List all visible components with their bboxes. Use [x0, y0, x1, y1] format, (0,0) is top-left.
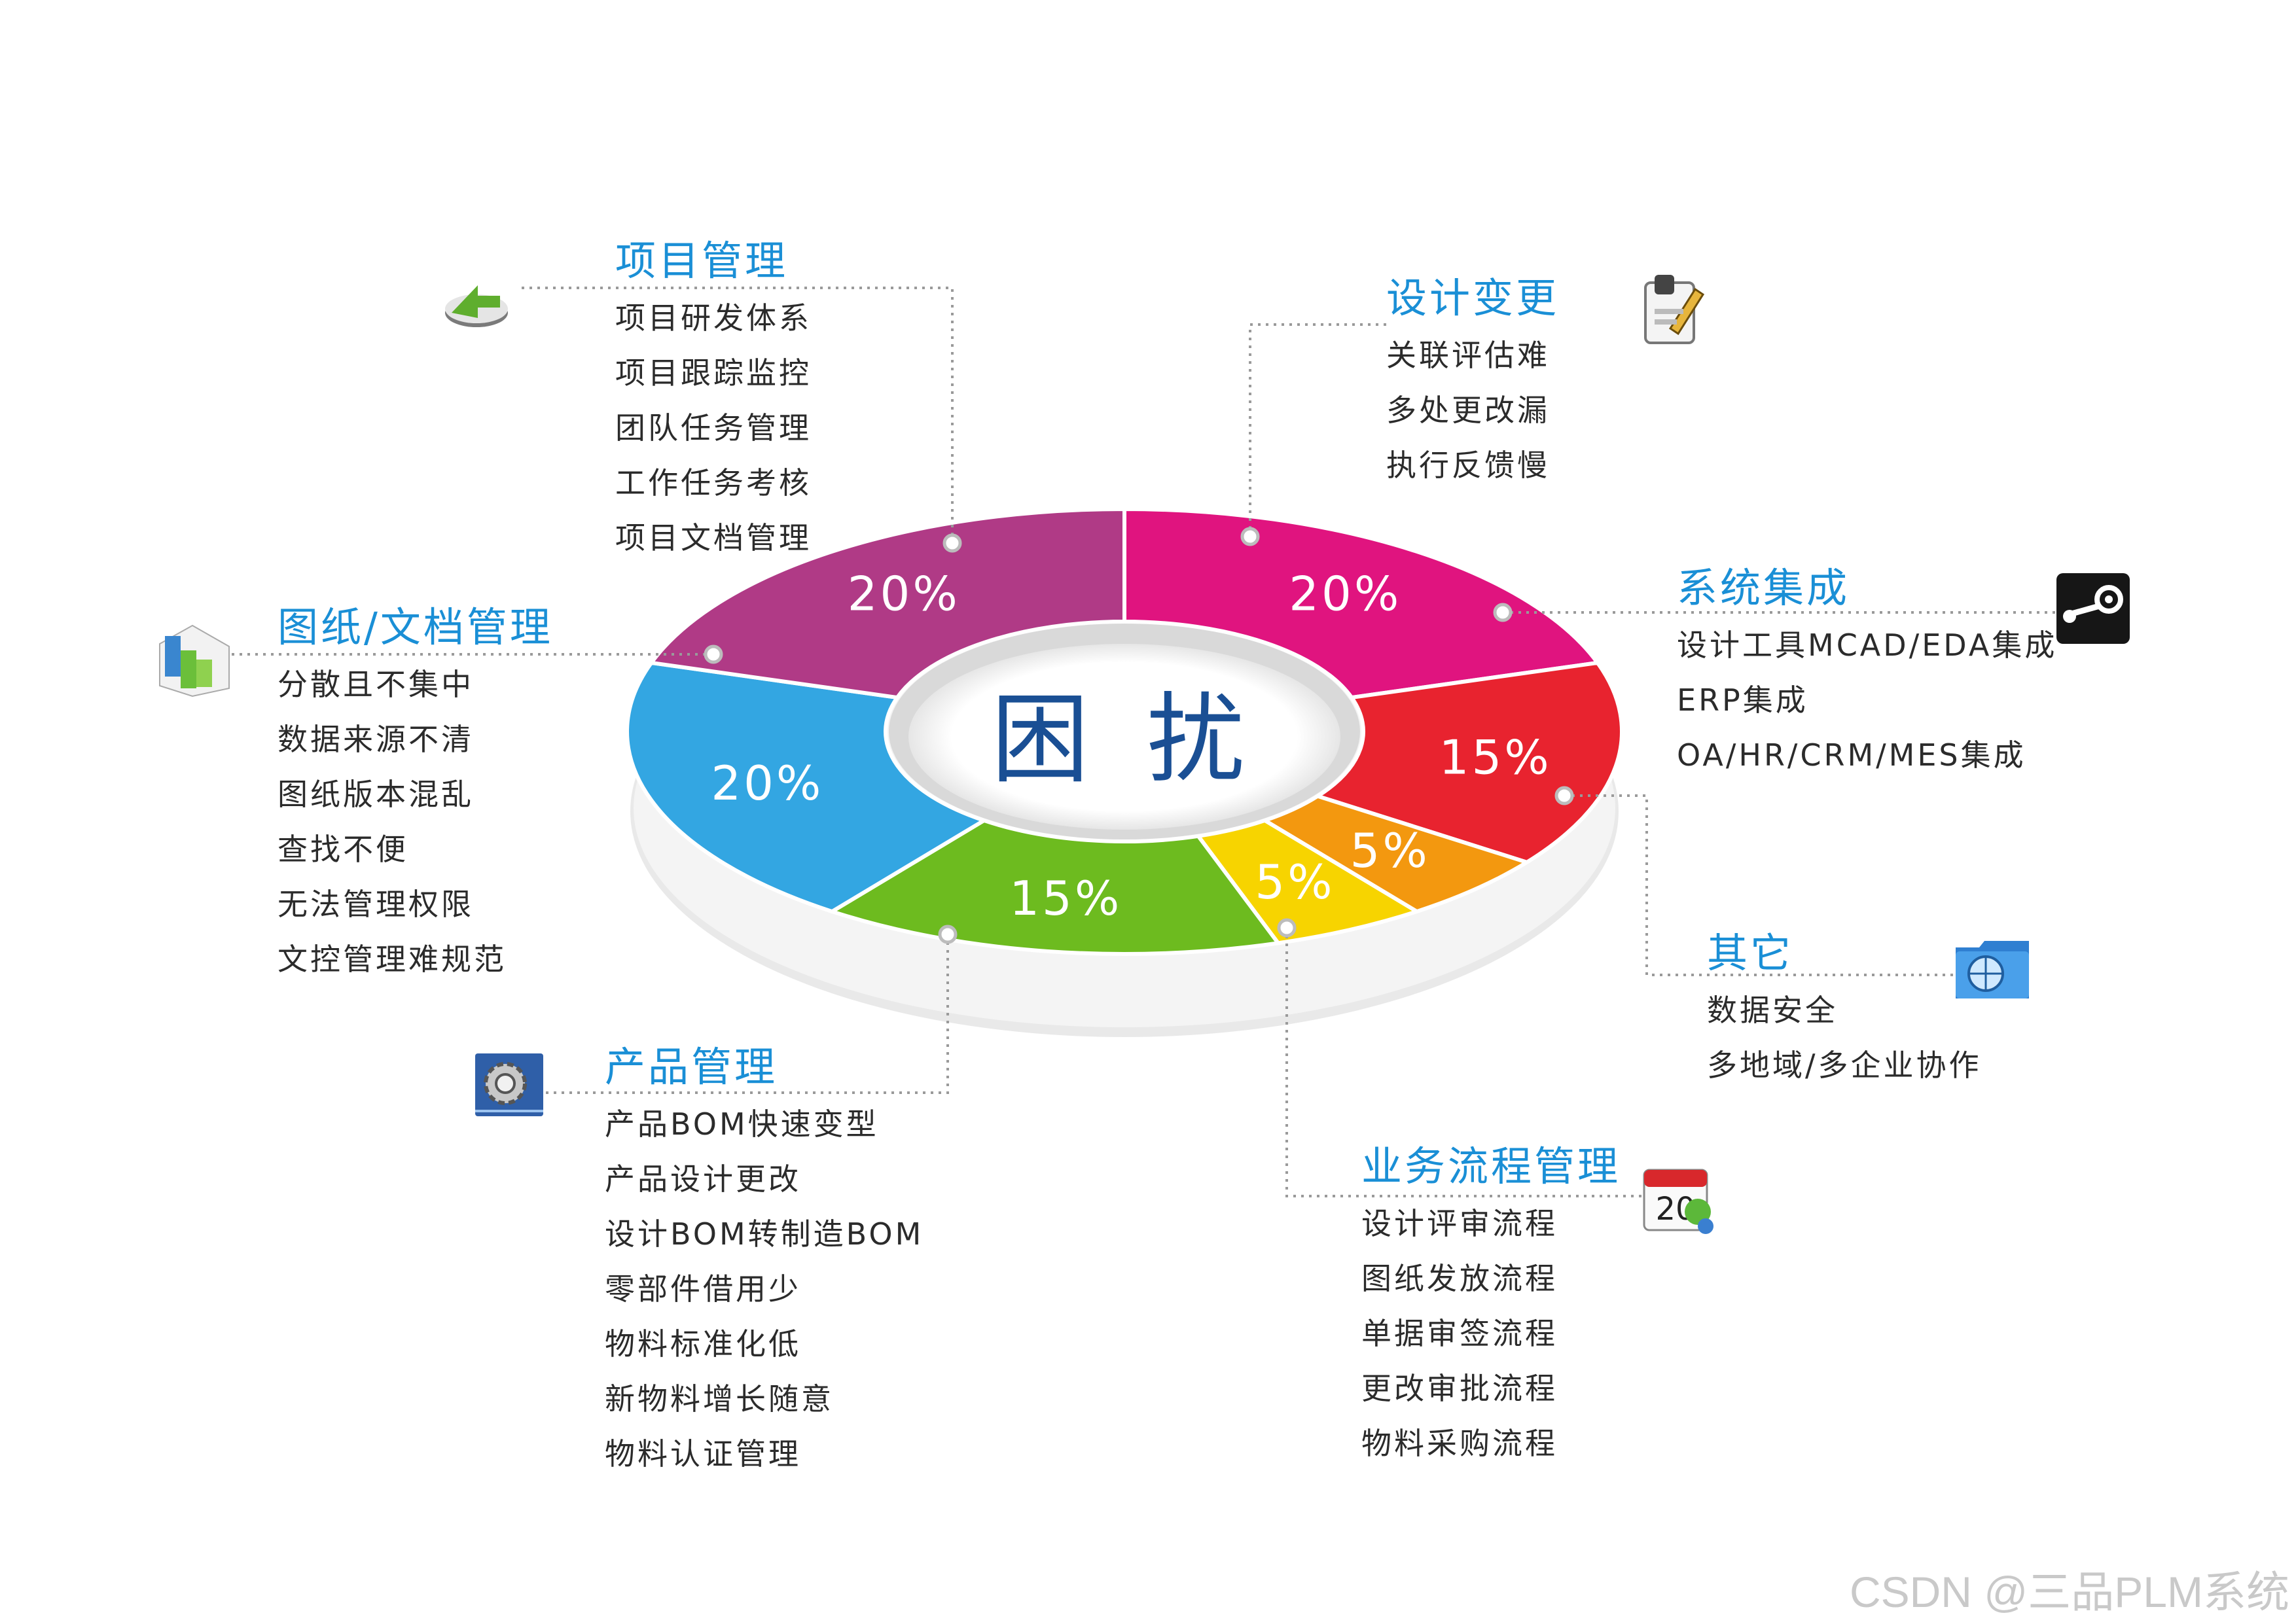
- center-label: 困 扰: [991, 683, 1258, 797]
- other-group: 其它 数据安全 多地域/多企业协作: [1707, 933, 1982, 1093]
- leader-dot-3: [1554, 786, 1574, 805]
- integration-item: 设计工具MCAD/EDA集成: [1677, 627, 2058, 663]
- drawing-item: 分散且不集中: [278, 667, 474, 702]
- leader-dot-1: [1240, 527, 1260, 546]
- slice-6: [647, 506, 1126, 700]
- drawing-item: 无法管理权限: [278, 887, 474, 922]
- product-item: 产品BOM快速变型: [605, 1106, 879, 1142]
- slice-label-4: 15%: [1009, 871, 1122, 926]
- slice-4: [827, 818, 1282, 956]
- project-management-title: 项目管理: [615, 237, 789, 285]
- drawing-item: 数据来源不清: [278, 722, 474, 757]
- other-item: 多地域/多企业协作: [1707, 1048, 1982, 1083]
- slice-0: [1122, 506, 1602, 700]
- product-item: 物料标准化低: [605, 1326, 801, 1362]
- design-item: 关联评估难: [1386, 338, 1550, 373]
- drawing-management-title: 图纸/文档管理: [278, 603, 553, 651]
- workflow-title: 业务流程管理: [1361, 1142, 1621, 1190]
- leader-line-3: [1564, 794, 1957, 976]
- project-item: 项目跟踪监控: [615, 355, 812, 391]
- other-item: 数据安全: [1707, 993, 1838, 1028]
- product-item: 新物料增长随意: [605, 1381, 834, 1417]
- drawing-item: 图纸版本混乱: [278, 777, 474, 812]
- drawing-item: 文控管理难规范: [278, 942, 507, 977]
- center-hole: [908, 644, 1340, 830]
- leader-dot-5: [938, 925, 958, 944]
- leader-dot-6: [704, 644, 723, 664]
- slice-label-0: 20%: [1289, 566, 1401, 621]
- product-item: 零部件借用少: [605, 1271, 801, 1307]
- design-change-group: 设计变更 关联评估难 多处更改漏 执行反馈慢: [1386, 278, 1559, 493]
- calendar-icon: 20: [1643, 1169, 1713, 1234]
- steam-icon: [2056, 573, 2130, 644]
- document-edit-icon: [1644, 275, 1705, 344]
- slice-1: [1313, 660, 1624, 865]
- slice-label-3: 5%: [1255, 855, 1335, 909]
- slice-label-2: 5%: [1350, 823, 1430, 878]
- leader-dot-2: [1493, 603, 1513, 622]
- system-integration-group: 系统集成 设计工具MCAD/EDA集成 ERP集成 OA/HR/CRM/MES集…: [1677, 568, 2057, 783]
- workflow-item: 设计评审流程: [1361, 1206, 1558, 1241]
- product-item: 产品设计更改: [605, 1161, 801, 1197]
- leader-dot-0: [942, 533, 962, 553]
- workflow-item: 单据审签流程: [1361, 1316, 1558, 1351]
- leader-dot-4: [1277, 918, 1297, 938]
- slice-label-1: 15%: [1439, 730, 1552, 785]
- project-item: 团队任务管理: [615, 410, 812, 446]
- gear-blueprint-icon: [475, 1053, 543, 1116]
- drawing-item: 查找不便: [278, 832, 408, 867]
- workflow-item: 图纸发放流程: [1361, 1261, 1558, 1296]
- design-item: 执行反馈慢: [1386, 448, 1550, 483]
- integration-item: ERP集成: [1677, 682, 1808, 718]
- system-integration-title: 系统集成: [1677, 564, 1850, 612]
- integration-item: OA/HR/CRM/MES集成: [1677, 737, 2026, 773]
- product-management-title: 产品管理: [605, 1043, 778, 1091]
- other-title: 其它: [1707, 929, 1794, 977]
- bar-chart-icon: [159, 624, 230, 697]
- workflow-item: 更改审批流程: [1361, 1371, 1558, 1406]
- slice-label-5: 20%: [711, 756, 823, 811]
- project-item: 项目研发体系: [615, 300, 812, 336]
- leader-lines: [229, 287, 2055, 1197]
- workflow-group: 业务流程管理 设计评审流程 图纸发放流程 单据审签流程 更改审批流程 物料采购流…: [1361, 1146, 1621, 1471]
- slice-5: [625, 660, 989, 914]
- leader-line-5: [546, 934, 949, 1094]
- product-item: 设计BOM转制造BOM: [605, 1216, 924, 1252]
- slice-label-6: 20%: [848, 566, 960, 621]
- leader-line-4: [1285, 928, 1643, 1197]
- globe-folder-icon: [1956, 941, 2029, 998]
- workflow-item: 物料采购流程: [1361, 1426, 1558, 1461]
- chart-arrow-icon: [445, 285, 508, 327]
- design-change-title: 设计变更: [1386, 274, 1560, 322]
- product-management-group: 产品管理 产品BOM快速变型 产品设计更改 设计BOM转制造BOM 零部件借用少…: [605, 1047, 924, 1481]
- project-item: 项目文档管理: [615, 520, 812, 556]
- product-item: 物料认证管理: [605, 1436, 801, 1472]
- drawing-management-group: 图纸/文档管理 分散且不集中 数据来源不清 图纸版本混乱 查找不便 无法管理权限…: [278, 607, 553, 987]
- project-item: 工作任务考核: [615, 465, 812, 501]
- leader-line-1: [1249, 323, 1386, 537]
- design-item: 多处更改漏: [1386, 393, 1550, 428]
- project-management-group: 项目管理 项目研发体系 项目跟踪监控 团队任务管理 工作任务考核 项目文档管理: [615, 241, 812, 565]
- watermark: CSDN @三品PLM系统: [1849, 1568, 2289, 1616]
